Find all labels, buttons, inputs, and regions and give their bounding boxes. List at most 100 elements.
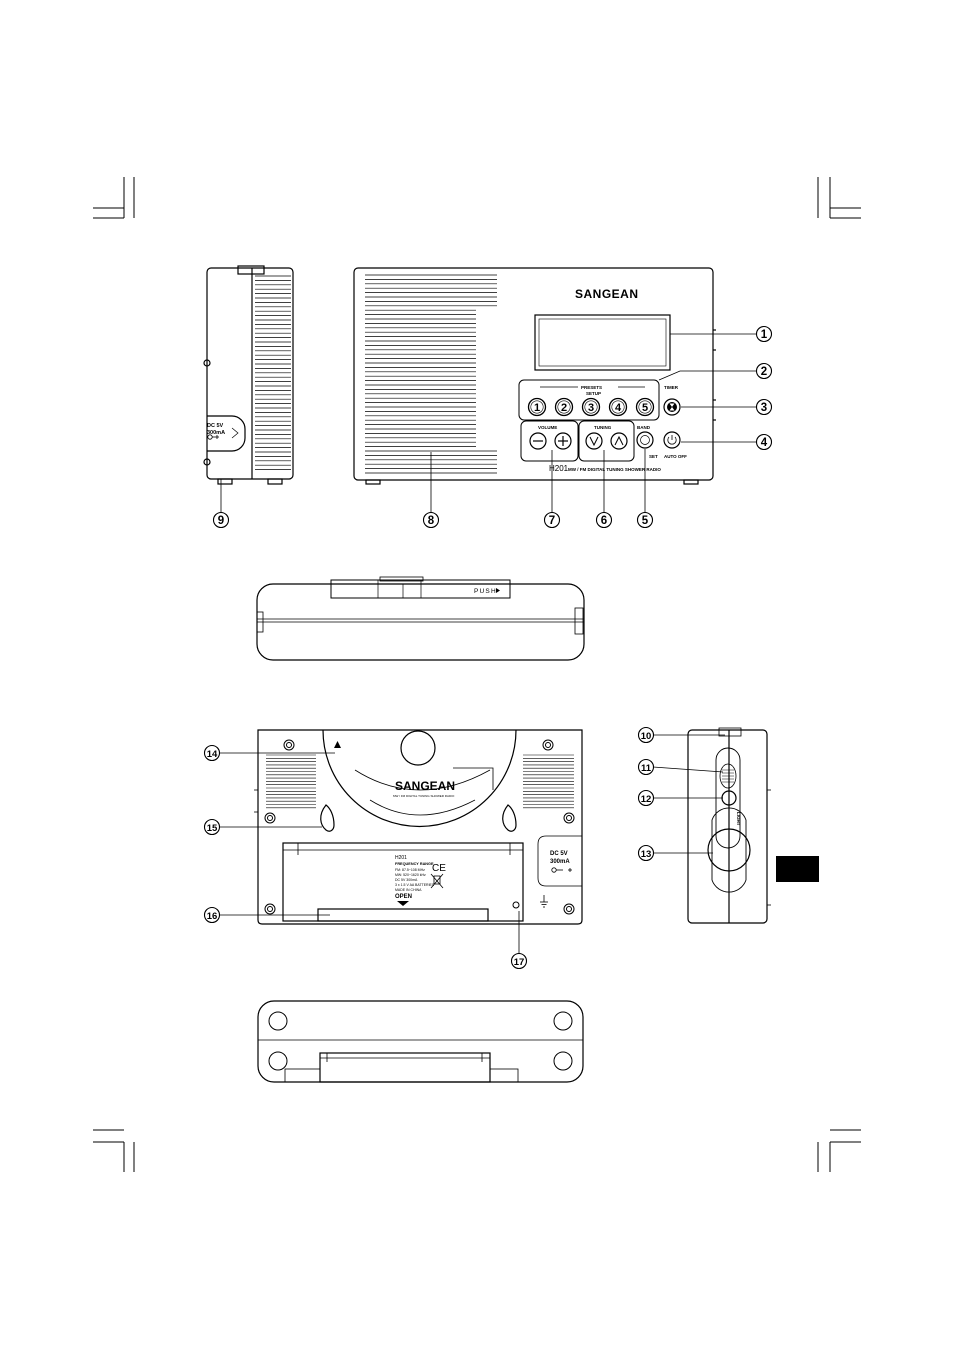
power-sub-label: AUTO OFF xyxy=(664,454,687,459)
fm-wave-icon xyxy=(722,769,734,783)
dc-label-2: 300mA xyxy=(550,859,570,865)
callout-8: 8 xyxy=(422,511,440,529)
preset-panel xyxy=(518,379,660,421)
callout-number: 13 xyxy=(641,849,652,860)
chevron-up-icon xyxy=(614,435,624,446)
callout-number: 16 xyxy=(207,911,218,922)
bottom-feet xyxy=(268,1011,573,1071)
tuning-up-button[interactable] xyxy=(610,432,628,450)
band-button[interactable] xyxy=(636,431,654,449)
preset-button-1[interactable]: 1 xyxy=(527,397,547,417)
left-jack-label-1: DC 5V xyxy=(207,423,224,429)
preset-button-label: 1 xyxy=(534,402,540,414)
reset-hole[interactable] xyxy=(512,901,520,909)
preset-button-label: 2 xyxy=(561,402,567,414)
callout-9: 9 xyxy=(212,511,230,529)
volume-label: VOLUME xyxy=(538,425,557,430)
push-label: PUSH xyxy=(474,588,497,595)
triangle-up-icon xyxy=(334,741,341,748)
ce-mark: CE xyxy=(432,863,446,874)
dc-polarity-back-icon xyxy=(551,867,572,873)
label-line-4: 3 x 1.5 V AA BATTERIES xyxy=(395,883,435,887)
tuning-down-button[interactable] xyxy=(585,432,603,450)
left-side-grille xyxy=(255,275,291,470)
callout-2: 2 xyxy=(755,362,773,380)
dc-polarity-icon xyxy=(207,434,219,440)
weee-bin-icon xyxy=(430,873,444,889)
callout-number: 6 xyxy=(601,515,607,527)
callout-11: 11 xyxy=(637,758,655,776)
page-tab xyxy=(776,856,819,882)
right-side-view xyxy=(687,727,771,924)
callout-7: 7 xyxy=(543,511,561,529)
crop-marks xyxy=(93,177,861,1172)
volume-down-button[interactable] xyxy=(529,432,547,450)
back-speaker-grilles xyxy=(266,754,574,809)
triangle-down-icon xyxy=(397,901,409,906)
callout-12: 12 xyxy=(637,789,655,807)
presets-label: PRESETS xyxy=(581,385,602,390)
power-icon xyxy=(667,436,677,445)
model-number: H201 xyxy=(549,464,569,473)
callout-number: 17 xyxy=(514,957,525,968)
callout-6: 6 xyxy=(595,511,613,529)
preset-button-4[interactable]: 4 xyxy=(608,397,628,417)
preset-button-3[interactable]: 3 xyxy=(581,397,601,417)
callout-4: 4 xyxy=(755,433,773,451)
callout-number: 11 xyxy=(641,763,652,774)
back-brand-logo: SANGEAN xyxy=(395,779,455,793)
preset-button-label: 5 xyxy=(642,402,648,414)
lcd-display xyxy=(534,314,671,371)
front-speaker-grille xyxy=(365,274,497,474)
band-label: BAND xyxy=(637,425,651,430)
left-jack-label-2: 300mA xyxy=(207,430,225,436)
label-line-1: FM: 87.5~108 MHz xyxy=(395,868,425,872)
chevron-down-icon xyxy=(589,436,599,447)
label-model: H201 xyxy=(395,855,407,861)
preset-button-label: 3 xyxy=(588,402,594,414)
volume-up-button[interactable] xyxy=(554,432,572,450)
preset-button-5[interactable]: 5 xyxy=(635,397,655,417)
callout-14: 14 xyxy=(203,744,221,762)
callout-number: 5 xyxy=(642,515,649,527)
front-view xyxy=(353,267,716,485)
top-view xyxy=(256,576,585,661)
back-screws xyxy=(264,739,575,915)
plus-icon xyxy=(558,436,568,446)
band-sub-label: SET xyxy=(649,454,658,459)
callout-number: 15 xyxy=(207,823,218,834)
preset-button-label: 4 xyxy=(615,402,622,414)
tuning-panel xyxy=(578,420,635,462)
arrow-right-icon xyxy=(496,588,500,593)
callout-5: 5 xyxy=(636,511,654,529)
label-line-2: MW: 520~1620 kHz xyxy=(395,873,426,877)
front-brand-logo: SANGEAN xyxy=(575,287,639,301)
leader-lines xyxy=(220,333,756,954)
volume-panel xyxy=(520,420,579,462)
callout-number: 4 xyxy=(761,437,768,449)
power-button[interactable] xyxy=(663,431,681,449)
label-line-5: MADE IN CHINA xyxy=(395,888,422,892)
preset-buttons: 1 2 3 4 5 xyxy=(527,397,655,417)
label-freq-title: FREQUENCY RANGE xyxy=(395,862,434,866)
tuning-label: TUNING xyxy=(594,425,612,430)
model-description: MW / FM DIGITAL TUNING SHOWER RADIO xyxy=(568,467,661,472)
callout-10: 10 xyxy=(637,726,655,744)
open-label: OPEN xyxy=(395,894,412,900)
callout-number: 3 xyxy=(761,402,767,414)
timer-button[interactable] xyxy=(663,398,681,416)
callout-number: 12 xyxy=(641,794,652,805)
callout-number: 7 xyxy=(549,515,555,527)
callout-1: 1 xyxy=(755,325,773,343)
bottom-view xyxy=(257,1000,584,1083)
callout-13: 13 xyxy=(637,844,655,862)
callout-number: 2 xyxy=(761,366,767,378)
dc-label-1: DC 5V xyxy=(550,851,568,857)
preset-button-2[interactable]: 2 xyxy=(554,397,574,417)
callout-number: 9 xyxy=(218,515,224,527)
callout-number: 1 xyxy=(761,329,768,341)
callout-3: 3 xyxy=(755,398,773,416)
callout-15: 15 xyxy=(203,818,221,836)
